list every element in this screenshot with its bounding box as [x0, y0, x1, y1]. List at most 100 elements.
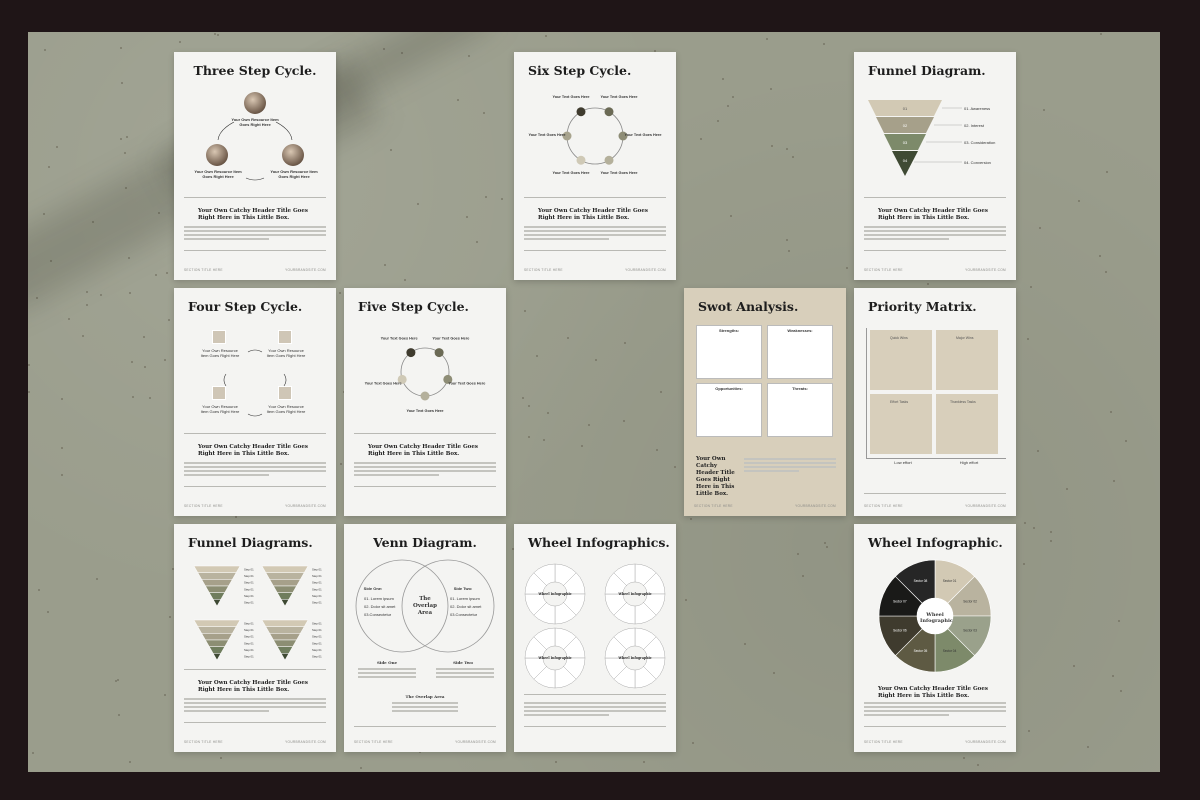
funnel-step-label: Step 01: [244, 594, 254, 598]
step-node: [576, 107, 586, 117]
wheel-center-label: Wheel Infographic: [617, 656, 651, 660]
sector-label: Sector 07: [893, 599, 907, 603]
resource-label: Your Own Resource Item Goes Right Here: [270, 169, 318, 179]
venn-side-one: Side One:: [363, 586, 383, 591]
paper-speck: [785, 238, 788, 241]
paper-speck: [383, 47, 386, 50]
paper-speck: [845, 267, 848, 270]
page-title: Funnel Diagram.: [868, 63, 986, 78]
wheel-center-label: Wheel Infographic: [920, 612, 953, 624]
page-title: Venn Diagram.: [373, 535, 477, 550]
funnel-level: 04: [902, 158, 908, 163]
resource-photo: [278, 330, 292, 344]
paper-speck: [400, 52, 403, 55]
funnel-step-label: Step 01: [312, 648, 322, 652]
funnel-step-label: Step 01: [312, 574, 322, 578]
page-title: Swot Analysis.: [698, 299, 799, 314]
swot-opportunities: Opportunities:: [696, 383, 762, 437]
header-title: Your Own Catchy Header Title Goes Right …: [368, 444, 478, 457]
funnel-label: 04. Conversion: [964, 160, 991, 165]
step-label: Your Text Goes Here: [365, 381, 402, 385]
funnel-level: 03: [902, 140, 908, 145]
paper-speck: [163, 693, 166, 696]
paper-speck: [730, 214, 733, 217]
paper-speck: [825, 545, 828, 548]
funnel-segment: [201, 579, 233, 587]
paper-speck: [1036, 450, 1039, 453]
resource-photo: [244, 92, 266, 114]
paper-speck: [685, 599, 688, 602]
paper-speck: [32, 752, 35, 755]
paper-speck: [1117, 619, 1120, 622]
funnel-step-label: Step 01: [244, 574, 254, 578]
paper-speck: [660, 390, 663, 393]
page-three-step-cycle: Three Step Cycle. Your Own Resource Item…: [174, 52, 336, 280]
paper-speck: [43, 49, 46, 52]
paper-speck: [1066, 487, 1069, 490]
sector-label: Sector 01: [943, 579, 957, 583]
paper-speck: [125, 186, 128, 189]
paper-speck: [623, 342, 626, 345]
divider: [864, 493, 1006, 494]
paper-speck: [467, 55, 470, 58]
paper-speck: [1077, 200, 1080, 203]
step-node: [420, 391, 430, 401]
paper-speck: [483, 112, 486, 115]
paper-speck: [127, 256, 130, 259]
paper-speck: [115, 680, 118, 683]
resource-photo: [278, 386, 292, 400]
divider: [184, 722, 326, 723]
venn-side-two: Side Two:: [453, 586, 473, 591]
paper-speck: [769, 88, 772, 91]
paper-speck: [523, 309, 526, 312]
funnel-segment: [201, 633, 233, 641]
paper-speck: [417, 202, 420, 205]
resource-label: Your Own Resource Item Goes Right Here: [194, 169, 242, 179]
paper-speck: [581, 444, 584, 447]
step-label: Your Text Goes Here: [601, 95, 638, 99]
paper-speck: [653, 49, 656, 52]
page-funnel-diagram: Funnel Diagram. 01 02 03 04 01. Awarenes…: [854, 52, 1016, 280]
paper-speck: [43, 212, 46, 215]
resource-label: Your Own Resource Item Goes Right Here: [231, 117, 279, 127]
funnel-step-label: Step 01: [244, 581, 254, 585]
divider: [354, 726, 496, 727]
body-text-lines: [524, 226, 666, 242]
body-text-lines: [436, 668, 494, 680]
paper-speck: [1038, 226, 1041, 229]
funnel-step-label: Step 01: [244, 621, 254, 625]
funnel-segment: [265, 572, 305, 580]
page-title: Wheel Infographic.: [868, 535, 1003, 550]
divider: [184, 669, 326, 670]
quadrant-quick-wins: Quick Wins: [870, 330, 932, 390]
x-axis: [866, 458, 1006, 459]
step-label: Your Text Goes Here: [625, 133, 662, 137]
wheel-center-label: Wheel Infographic: [537, 656, 571, 660]
paper-speck: [220, 757, 223, 760]
step-node: [406, 348, 416, 358]
funnel-segment: [273, 639, 297, 647]
paper-speck: [772, 672, 775, 674]
paper-speck: [1032, 526, 1035, 529]
funnel-segment: [208, 592, 226, 600]
paper-speck: [1105, 271, 1108, 274]
paper-speck: [144, 365, 147, 368]
paper-speck: [722, 78, 725, 81]
body-text-lines: [184, 226, 326, 242]
paper-speck: [594, 358, 597, 361]
divider: [524, 197, 666, 198]
paper-speck: [542, 439, 545, 442]
resource-label: Your Own Resource Item Goes Right Here: [200, 404, 240, 414]
paper-speck: [1110, 410, 1113, 413]
funnel-step-label: Step 01: [244, 655, 254, 659]
paper-speck: [962, 756, 965, 759]
funnel-step-label: Step 01: [312, 635, 322, 639]
paper-speck: [35, 296, 38, 299]
paper-speck: [1023, 522, 1026, 525]
